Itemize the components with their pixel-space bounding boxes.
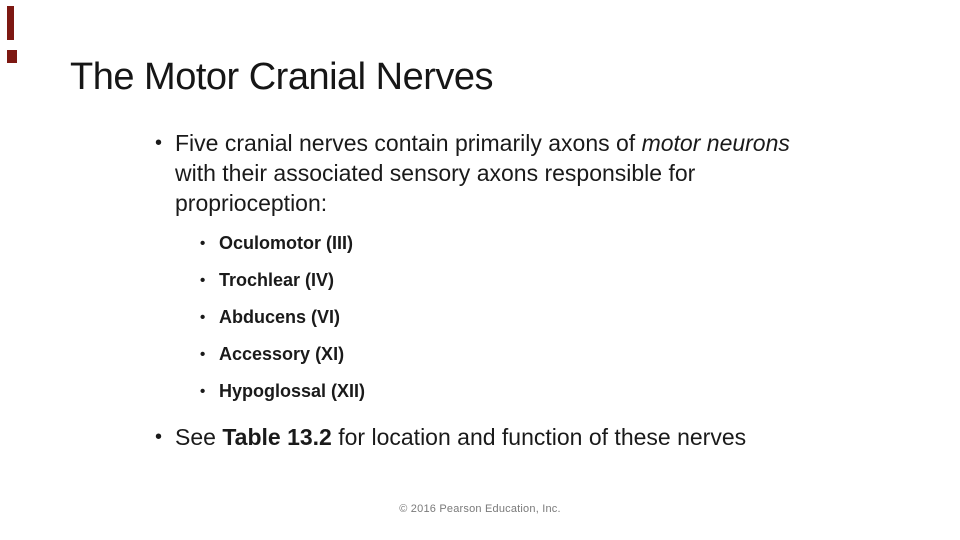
list-item-intro: • Five cranial nerves contain primarily … bbox=[155, 128, 830, 218]
list-item-trochlear: • Trochlear (IV) bbox=[200, 268, 365, 305]
bullet-icon: • bbox=[200, 346, 206, 363]
list-item-abducens: • Abducens (VI) bbox=[200, 305, 365, 342]
list-item-table-reference-text: See Table 13.2 for location and function… bbox=[175, 424, 747, 450]
accent-bar bbox=[7, 6, 14, 40]
list-item-label: Oculomotor (III) bbox=[219, 233, 353, 253]
list-item-label: Trochlear (IV) bbox=[219, 270, 335, 290]
list-item-table-reference: • See Table 13.2 for location and functi… bbox=[155, 422, 746, 452]
bullet-icon: • bbox=[200, 309, 206, 326]
page-title: The Motor Cranial Nerves bbox=[70, 56, 494, 98]
list-item-label: Abducens (VI) bbox=[219, 307, 341, 327]
list-item-oculomotor: • Oculomotor (III) bbox=[200, 231, 365, 268]
list-item-hypoglossal: • Hypoglossal (XII) bbox=[200, 379, 365, 416]
copyright-text: © 2016 Pearson Education, Inc. bbox=[399, 503, 561, 515]
list-item-label: Accessory (XI) bbox=[219, 344, 345, 364]
bullet-icon: • bbox=[200, 235, 206, 252]
accent-square bbox=[7, 50, 17, 63]
list-item-intro-text: Five cranial nerves contain primarily ax… bbox=[175, 130, 790, 216]
bullet-icon: • bbox=[200, 383, 206, 400]
bullet-icon: • bbox=[155, 426, 163, 448]
bullet-icon: • bbox=[200, 272, 206, 289]
bullet-icon: • bbox=[155, 132, 163, 154]
cranial-nerve-list: • Oculomotor (III) • Trochlear (IV) • Abduc… bbox=[200, 231, 365, 416]
list-item-accessory: • Accessory (XI) bbox=[200, 342, 365, 379]
list-item-label: Hypoglossal (XII) bbox=[219, 381, 366, 401]
